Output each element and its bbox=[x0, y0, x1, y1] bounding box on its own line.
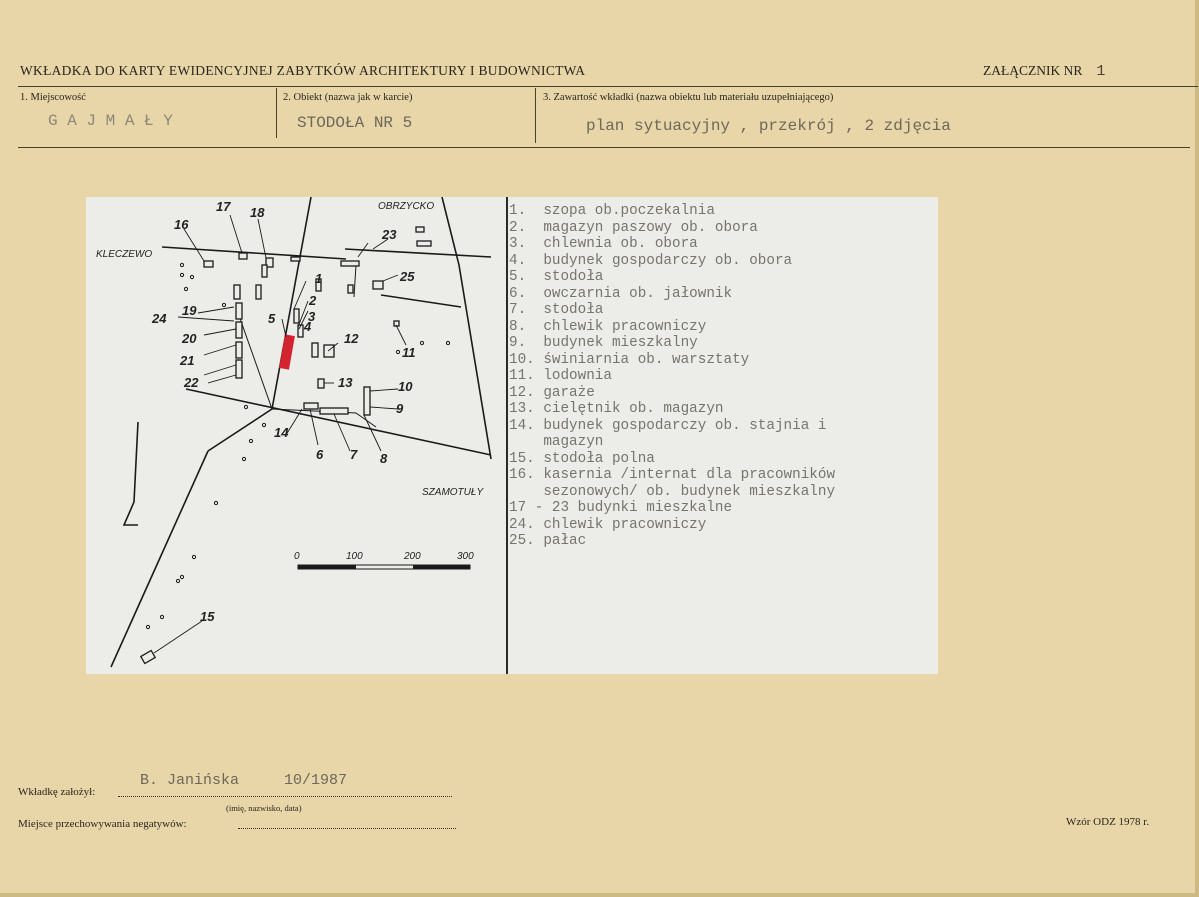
object-label: 2. Obiekt (nazwa jak w karcie) bbox=[283, 92, 413, 103]
object-value: STODOŁA NR 5 bbox=[297, 114, 413, 132]
map-num-22: 22 bbox=[183, 375, 199, 390]
scale-0: 0 bbox=[294, 551, 300, 562]
content-label: 3. Zawartość wkładki (nazwa obiektu lub … bbox=[543, 92, 834, 103]
map-num-20: 20 bbox=[181, 331, 197, 346]
map-num-9: 9 bbox=[396, 401, 404, 416]
negatives-label: Miejsce przechowywania negatywów: bbox=[18, 818, 187, 830]
legend-item: 13. cielętnik ob. magazyn bbox=[509, 401, 724, 417]
map-num-7: 7 bbox=[350, 447, 358, 462]
map-num-2: 2 bbox=[308, 293, 317, 308]
legend-item: 11. lodownia bbox=[509, 368, 612, 384]
map-num-11: 11 bbox=[402, 345, 416, 360]
legend-item: magazyn bbox=[509, 434, 604, 450]
legend-item: 25. pałac bbox=[509, 533, 587, 549]
header-rule bbox=[18, 86, 1198, 87]
founder-name: B. Janińska bbox=[140, 772, 240, 789]
form-title: WKŁADKA DO KARTY EWIDENCYJNEJ ZABYTKÓW A… bbox=[20, 63, 586, 78]
legend-item: 14. budynek gospodarczy ob. stajnia i bbox=[509, 417, 827, 434]
legend-item: 24. chlewik pracowniczy bbox=[509, 516, 707, 533]
legend-item: 7. stodoła bbox=[509, 302, 604, 318]
map-num-23: 23 bbox=[381, 227, 397, 242]
legend-item: 2. magazyn paszowy ob. obora bbox=[509, 219, 758, 236]
map-num-8: 8 bbox=[380, 451, 388, 466]
legend-item: 3. chlewnia ob. obora bbox=[509, 236, 698, 252]
road-obrzycko bbox=[441, 196, 492, 460]
scale-300: 300 bbox=[457, 551, 474, 562]
building-legend: 1. szopa ob.poczekalnia 2. magazyn paszo… bbox=[509, 203, 929, 550]
panel-divider bbox=[506, 197, 508, 674]
founder-label: Wkładkę założył: bbox=[18, 786, 96, 798]
legend-item: 17 - 23 budynki mieszkalne bbox=[509, 500, 733, 516]
buildings bbox=[139, 226, 432, 665]
fields-rule bbox=[18, 147, 1190, 148]
founder-caption: (imię, nazwisko, data) bbox=[226, 803, 302, 813]
road-kleczewo bbox=[161, 246, 347, 260]
legend-item: 16. kasernia /internat dla pracowników bbox=[509, 467, 836, 483]
map-num-5: 5 bbox=[268, 311, 276, 326]
map-label-kleczewo: KLECZEWO bbox=[96, 249, 152, 260]
map-num-12: 12 bbox=[344, 331, 359, 346]
map-num-13: 13 bbox=[338, 375, 353, 390]
map-num-4: 4 bbox=[303, 319, 312, 334]
site-plan-map: KLECZEWO OBRZYCKO SZAMOTUŁY 1 2 3 4 5 6 … bbox=[86, 196, 506, 674]
map-num-18: 18 bbox=[250, 205, 265, 220]
map-num-24: 24 bbox=[151, 311, 167, 326]
legend-item: 9. budynek mieszkalny bbox=[509, 335, 698, 351]
map-num-15: 15 bbox=[200, 609, 215, 624]
legend-item: 10. świniarnia ob. warsztaty bbox=[509, 351, 750, 368]
place-label: 1. Miejscowość bbox=[20, 92, 86, 103]
attachment-label: ZAŁĄCZNIK NR bbox=[983, 63, 1083, 78]
legend-item: sezonowych/ ob. budynek mieszkalny bbox=[509, 483, 836, 500]
map-num-21: 21 bbox=[179, 353, 194, 368]
road-to-field bbox=[110, 450, 209, 668]
road-szamotuly bbox=[185, 388, 492, 456]
legend-item: 8. chlewik pracowniczy bbox=[509, 318, 707, 335]
content-value: plan sytuacyjny , przekrój , 2 zdjęcia bbox=[586, 117, 951, 135]
attachment-number-field: ZAŁĄCZNIK NR 1 bbox=[983, 63, 1105, 80]
map-num-16: 16 bbox=[174, 217, 189, 232]
map-num-25: 25 bbox=[399, 269, 415, 284]
map-label-obrzycko: OBRZYCKO bbox=[378, 201, 434, 212]
map-num-3: 3 bbox=[308, 309, 316, 324]
scale-200: 200 bbox=[403, 551, 421, 562]
form-model: Wzór ODZ 1978 r. bbox=[1066, 816, 1150, 828]
barn-5-highlight bbox=[279, 334, 295, 370]
founder-date: 10/1987 bbox=[284, 772, 348, 789]
legend-item: 1. szopa ob.poczekalnia bbox=[509, 203, 715, 219]
road-north bbox=[271, 196, 312, 410]
map-num-17: 17 bbox=[216, 199, 231, 214]
legend-item: 12. garaże bbox=[509, 384, 595, 401]
map-num-14: 14 bbox=[274, 425, 289, 440]
map-num-19: 19 bbox=[182, 303, 197, 318]
map-num-1: 1 bbox=[315, 271, 322, 286]
founder-line bbox=[118, 795, 452, 797]
field-divider-1 bbox=[276, 88, 277, 138]
scale-bar: 0 100 200 300 bbox=[294, 551, 474, 570]
map-num-6: 6 bbox=[316, 447, 324, 462]
road-east bbox=[344, 248, 492, 258]
scale-100: 100 bbox=[346, 551, 363, 562]
map-label-szamotuly: SZAMOTUŁY bbox=[422, 487, 484, 498]
place-value: G A J M A Ł Y bbox=[48, 112, 173, 130]
map-num-10: 10 bbox=[398, 379, 413, 394]
legend-item: 5. stodoła bbox=[509, 269, 604, 285]
legend-item: 6. owczarnia ob. jałownik bbox=[509, 285, 733, 302]
legend-item: 4. budynek gospodarczy ob. obora bbox=[509, 252, 793, 269]
negatives-line bbox=[238, 827, 456, 829]
legend-item: 15. stodoła polna bbox=[509, 450, 655, 467]
site-plan-drawing: KLECZEWO OBRZYCKO SZAMOTUŁY 1 2 3 4 5 6 … bbox=[96, 196, 492, 668]
attachment-number: 1 bbox=[1096, 63, 1106, 80]
attached-plan: KLECZEWO OBRZYCKO SZAMOTUŁY 1 2 3 4 5 6 … bbox=[86, 196, 938, 674]
field-divider-2 bbox=[535, 88, 536, 143]
